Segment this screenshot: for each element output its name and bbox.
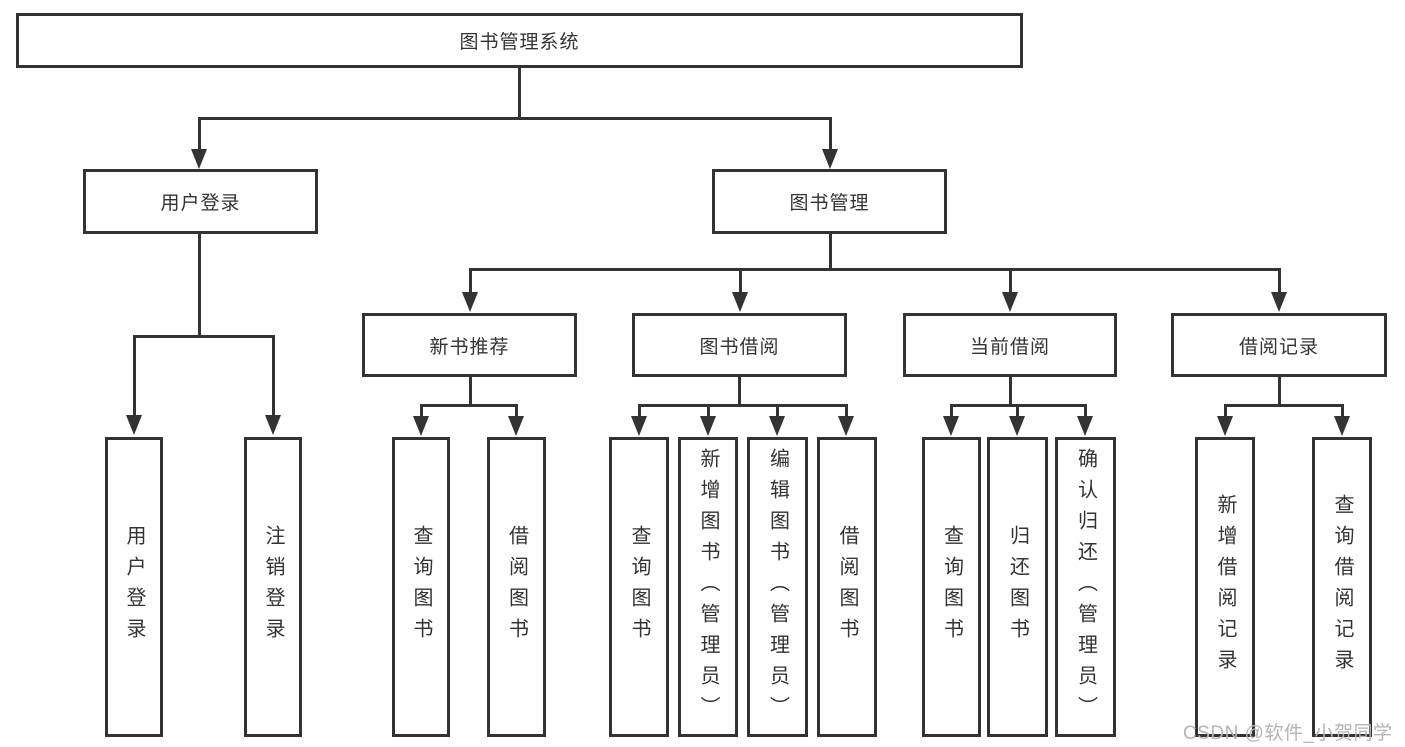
node-label: 图书管理系统	[459, 32, 580, 53]
leaf-user-login: 用户登录	[105, 437, 163, 737]
arrow-shaft-leaf-user-login	[133, 335, 136, 415]
arrowhead-g3-3	[769, 416, 785, 436]
arrowhead-g5-2	[1334, 416, 1350, 436]
leaf-borrow-books-borrowing: 借阅图书	[817, 437, 877, 737]
arrow-shaft-g3-2	[707, 404, 710, 416]
arrow-shaft-book-borrowing	[739, 268, 742, 292]
connector-book-management-stem	[829, 234, 832, 268]
connector-g3-stem	[738, 377, 741, 404]
node-label: 用户登录	[160, 193, 241, 214]
connector-g2-hline	[420, 404, 517, 407]
arrow-shaft-g4-3	[1084, 404, 1087, 416]
connector-user-login-hline	[133, 335, 274, 338]
connector-level2-hline	[469, 268, 1280, 271]
node-library-management-system: 图书管理系统	[16, 13, 1023, 68]
arrow-shaft-g4-2	[1016, 404, 1019, 416]
arrow-shaft-g3-1	[638, 404, 641, 416]
leaf-borrow-books-recommend: 借阅图书	[487, 437, 546, 737]
node-book-management: 图书管理	[712, 169, 947, 234]
leaf-confirm-return-admin: 确认归还（管理员）	[1055, 437, 1116, 737]
arrow-shaft-book-management	[829, 117, 832, 149]
leaf-label: 确认归还（管理员）	[1074, 447, 1097, 727]
connector-user-login-stem	[198, 234, 201, 335]
connector-g4-stem	[1009, 377, 1012, 404]
leaf-label: 新增借阅记录	[1214, 494, 1236, 680]
leaf-label: 借阅图书	[505, 525, 528, 649]
arrowhead-g2-1	[413, 416, 429, 436]
arrow-shaft-new-book-recommend	[469, 268, 472, 292]
leaf-label: 归还图书	[1006, 525, 1029, 649]
arrow-shaft-g2-2	[515, 404, 518, 416]
arrow-shaft-g2-1	[420, 404, 423, 416]
arrowhead-leaf-logout	[265, 415, 281, 435]
connector-level1-hline	[198, 117, 831, 120]
leaf-label: 编辑图书（管理员）	[766, 447, 789, 727]
node-current-borrowing: 当前借阅	[903, 313, 1117, 377]
arrowhead-book-management	[822, 149, 838, 169]
connector-g5-hline	[1224, 404, 1343, 407]
leaf-label: 用户登录	[123, 525, 145, 649]
leaf-logout: 注销登录	[244, 437, 302, 737]
arrow-shaft-g5-1	[1224, 404, 1227, 416]
leaf-label: 查询图书	[628, 525, 650, 649]
leaf-label: 注销登录	[262, 525, 284, 649]
csdn-watermark: CSDN @软件_小贺同学	[1183, 723, 1393, 744]
leaf-label: 新增图书（管理员）	[697, 447, 719, 727]
leaf-return-books: 归还图书	[987, 437, 1048, 737]
arrowhead-book-borrowing	[732, 292, 748, 312]
leaf-label: 借阅图书	[836, 525, 858, 649]
arrowhead-g3-2	[700, 416, 716, 436]
node-borrowing-records: 借阅记录	[1171, 313, 1387, 377]
arrowhead-user-login	[191, 149, 207, 169]
arrowhead-g4-3	[1077, 416, 1093, 436]
arrow-shaft-user-login	[198, 117, 201, 149]
arrow-shaft-g5-2	[1341, 404, 1344, 416]
arrowhead-g4-1	[943, 416, 959, 436]
arrow-shaft-g4-1	[950, 404, 953, 416]
leaf-label: 查询借阅记录	[1331, 494, 1353, 680]
node-book-borrowing: 图书借阅	[632, 313, 847, 377]
node-label: 图书管理	[789, 193, 870, 214]
arrowhead-current-borrowing	[1002, 292, 1018, 312]
arrowhead-g4-2	[1009, 416, 1025, 436]
arrow-shaft-leaf-logout	[272, 335, 275, 415]
arrow-shaft-borrowing-records	[1278, 268, 1281, 292]
arrowhead-new-book-recommend	[462, 292, 478, 312]
node-label: 图书借阅	[699, 336, 780, 358]
leaf-add-book-admin: 新增图书（管理员）	[678, 437, 738, 737]
leaf-query-borrow-record: 查询借阅记录	[1312, 437, 1372, 737]
leaf-add-borrow-record: 新增借阅记录	[1195, 437, 1255, 737]
arrow-shaft-g3-3	[776, 404, 779, 416]
arrowhead-borrowing-records	[1271, 292, 1287, 312]
arrowhead-leaf-user-login	[126, 415, 142, 435]
arrowhead-g3-4	[838, 416, 854, 436]
node-label: 新书推荐	[429, 336, 510, 358]
arrow-shaft-current-borrowing	[1009, 268, 1012, 292]
arrow-shaft-g3-4	[845, 404, 848, 416]
leaf-query-books-borrowing: 查询图书	[609, 437, 669, 737]
leaf-edit-book-admin: 编辑图书（管理员）	[747, 437, 808, 737]
leaf-query-books-current: 查询图书	[922, 437, 981, 737]
arrowhead-g3-1	[631, 416, 647, 436]
node-label: 借阅记录	[1238, 336, 1319, 358]
arrowhead-g5-1	[1217, 416, 1233, 436]
leaf-label: 查询图书	[410, 525, 432, 649]
connector-g3-hline	[638, 404, 847, 407]
node-user-login: 用户登录	[83, 169, 318, 234]
arrowhead-g2-2	[508, 416, 524, 436]
connector-g2-stem	[469, 377, 472, 404]
connector-root-stem	[518, 68, 521, 118]
node-new-book-recommendation: 新书推荐	[362, 313, 577, 377]
leaf-label: 查询图书	[940, 525, 963, 649]
connector-g5-stem	[1278, 377, 1281, 404]
node-label: 当前借阅	[969, 336, 1050, 358]
leaf-query-books-recommend: 查询图书	[392, 437, 450, 737]
